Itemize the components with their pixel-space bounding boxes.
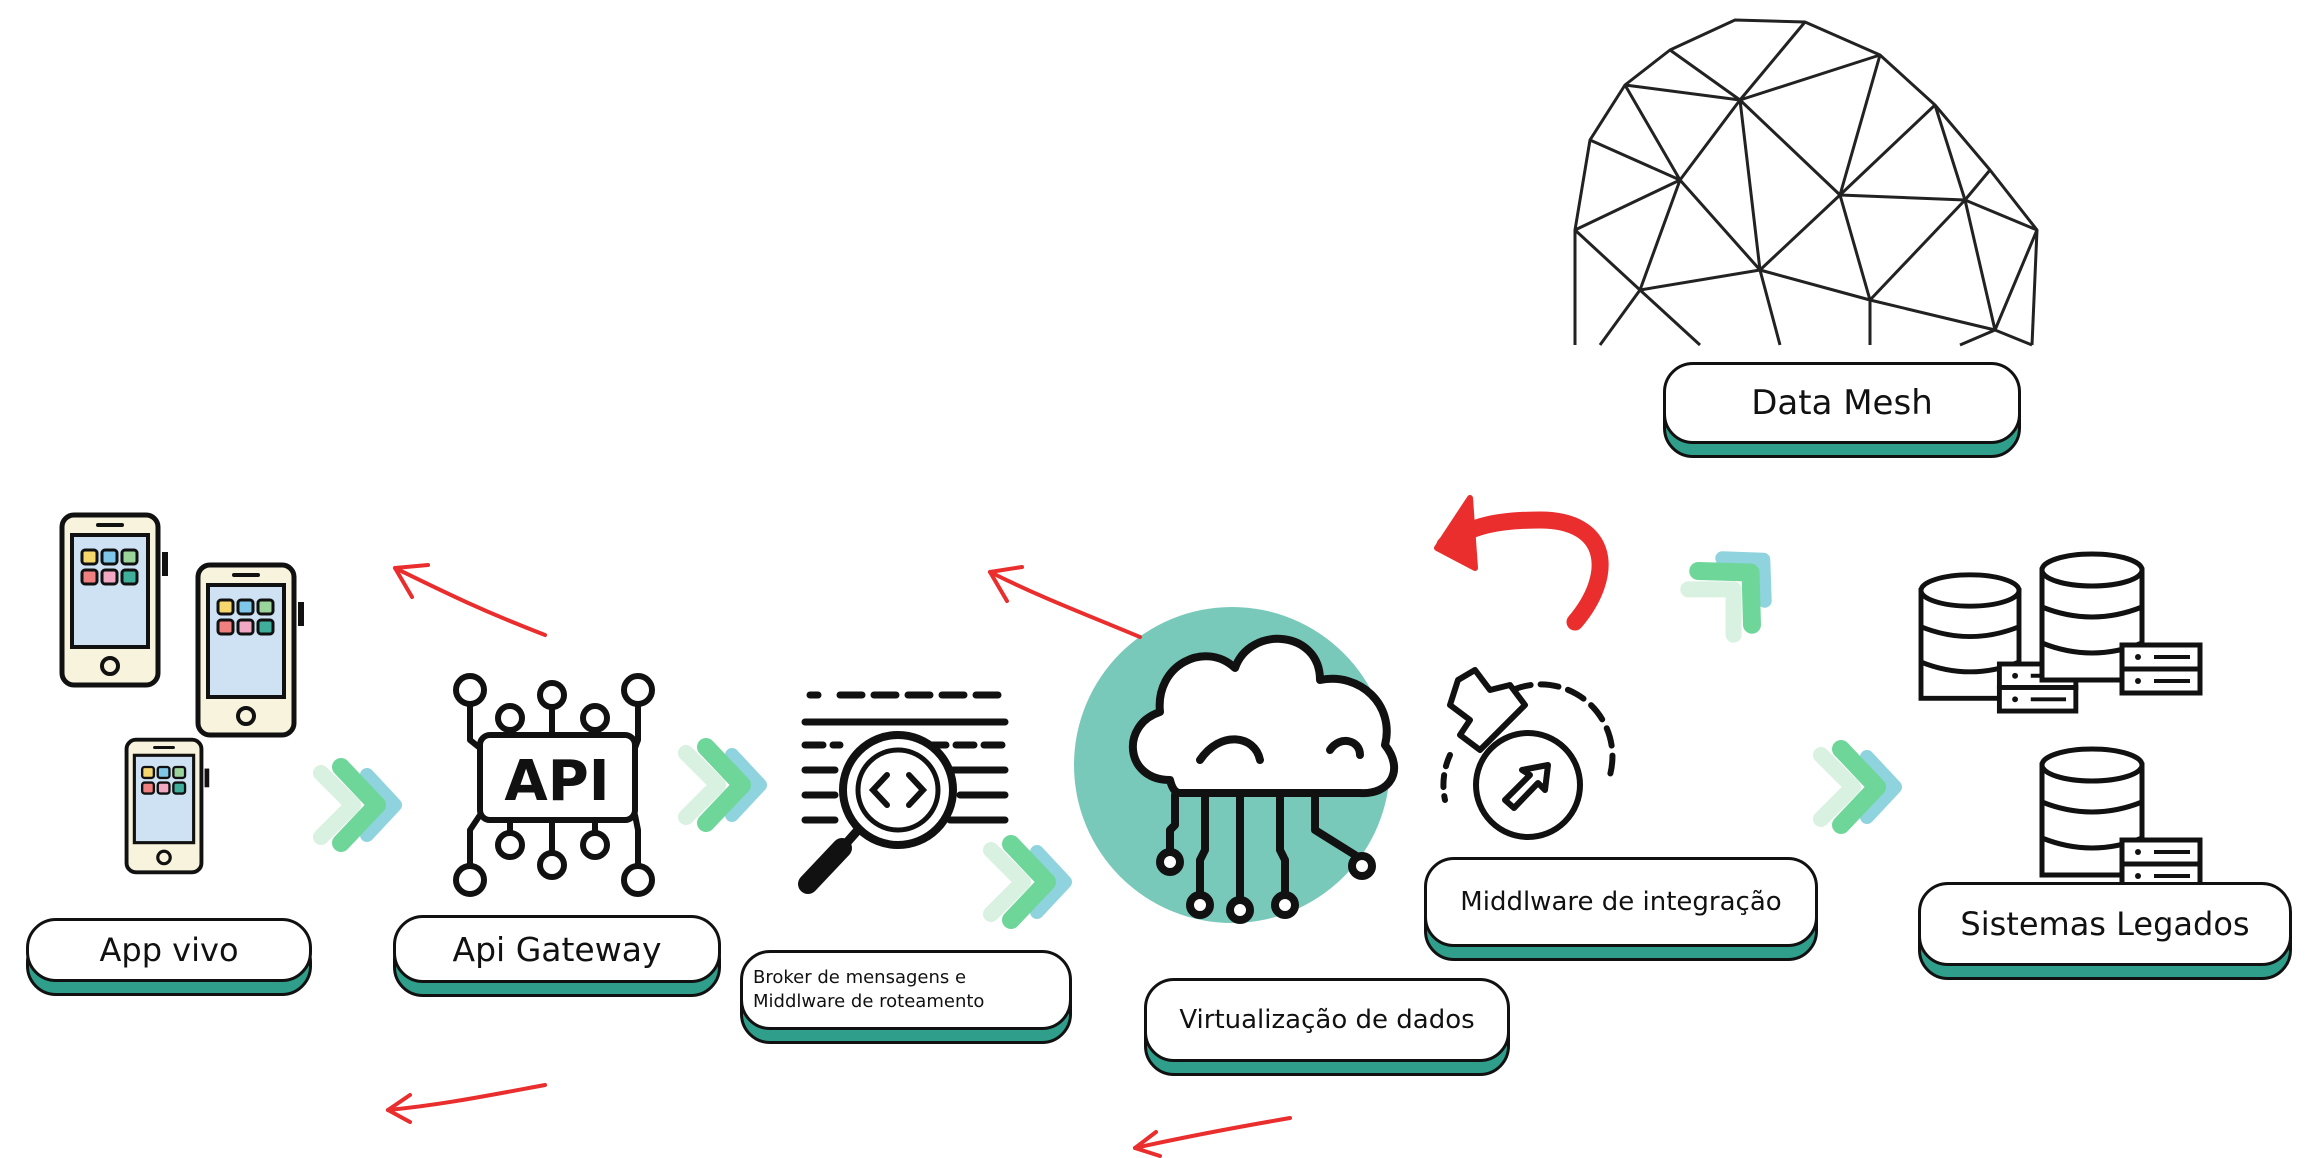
gateway-label: Api Gateway [393, 915, 721, 997]
virtualization-label-text: Virtualização de dados [1179, 1005, 1475, 1035]
return-arrows [386, 563, 1292, 1158]
gateway-label-text: Api Gateway [452, 929, 662, 969]
chevron-up-right-icon [1684, 533, 1790, 639]
legacy-label-text: Sistemas Legados [1960, 905, 2250, 943]
code-search-icon [798, 691, 1009, 894]
virtualization-label: Virtualização de dados [1144, 978, 1510, 1076]
arrow-left-icon [393, 563, 547, 637]
arrow-left-icon [386, 1083, 547, 1124]
legacy-label: Sistemas Legados [1918, 882, 2292, 980]
datamesh-label-text: Data Mesh [1751, 383, 1933, 423]
api-chip-text: API [504, 749, 609, 814]
cloud-network-icon [1129, 634, 1399, 924]
chevron-right-icon [1821, 749, 1895, 825]
chevron-right-icon [991, 844, 1065, 920]
chevron-right-icon [321, 767, 395, 843]
chevron-right-icon [686, 747, 760, 823]
integration-label-text: Middlware de integração [1460, 887, 1782, 917]
geodesic-sphere-icon [1573, 18, 2039, 347]
broker-label: Broker de mensagens e Middlware de rotea… [740, 950, 1072, 1044]
datamesh-label: Data Mesh [1663, 362, 2021, 458]
api-chip-icon: API [453, 673, 655, 897]
app-label-text: App vivo [99, 931, 239, 969]
database-servers-icon [1921, 554, 2200, 888]
broker-label-line1: Broker de mensagens e [753, 966, 967, 988]
arrow-left-icon [1133, 1116, 1292, 1158]
integration-gear-icon [1440, 667, 1616, 840]
smartphones-icon [62, 515, 304, 875]
integration-label: Middlware de integração [1424, 857, 1818, 961]
broker-label-line2: Middlware de roteamento [753, 991, 985, 1012]
arrow-left-icon [988, 565, 1142, 639]
curved-arrow-icon [1434, 495, 1609, 631]
app-label: App vivo [26, 918, 312, 996]
